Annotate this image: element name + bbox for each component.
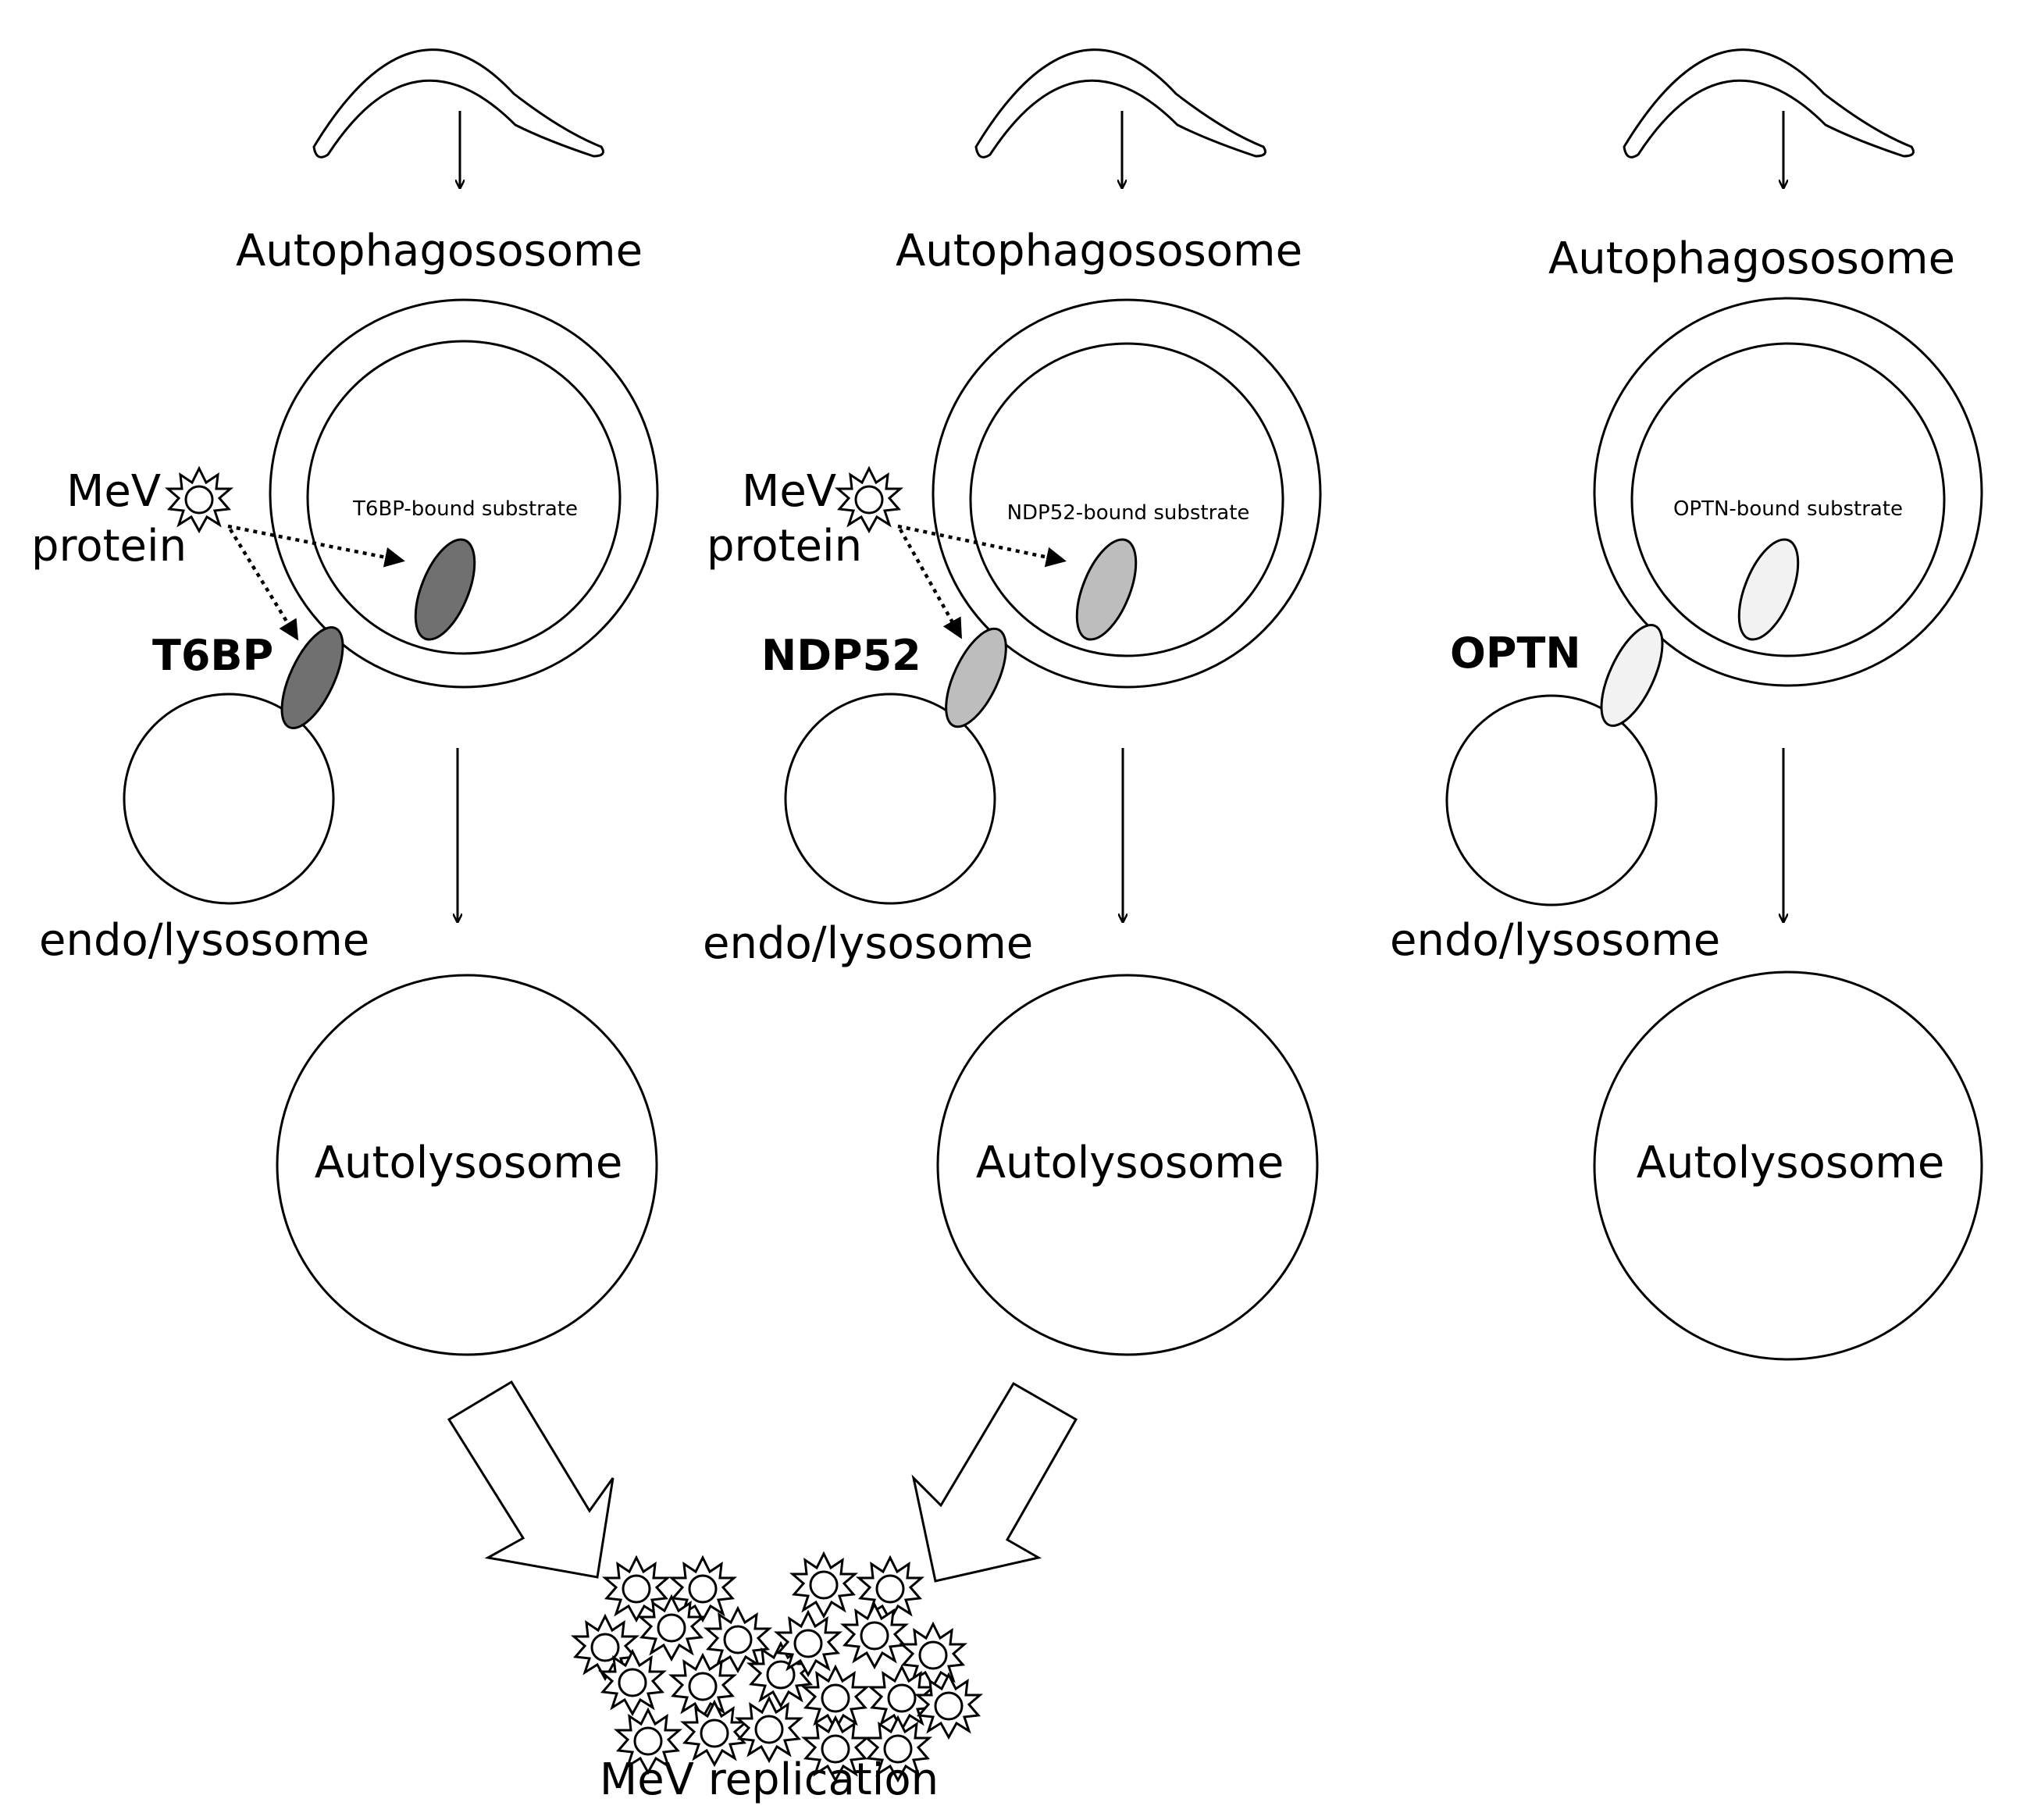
virion-icon <box>736 1697 802 1762</box>
endo-lysosome <box>784 693 996 905</box>
receptor-label: NDP52 <box>761 631 921 680</box>
panel-optn: Autophagososome OPTN-bound substrate OPT… <box>1390 48 1983 1361</box>
autophagosome-inner-membrane <box>1630 342 1946 657</box>
block-arrow-right <box>911 1381 1078 1583</box>
receptor-bound-substrate <box>1737 538 1800 641</box>
autolysosome <box>936 974 1319 1356</box>
endo-lysosome <box>1445 694 1658 906</box>
endo-lysosome-label: endo/lysosome <box>703 918 1033 969</box>
endo-lysosome-label: endo/lysosome <box>39 915 369 966</box>
receptor-bound-substrate <box>1075 538 1138 641</box>
mev-protein-label-line1: MeV <box>66 466 161 517</box>
virion-icon <box>900 1622 966 1688</box>
autolysosome-label: Autolysosome <box>1637 1138 1945 1188</box>
autophagosome-label: Autophagososome <box>896 226 1302 276</box>
virion-icon <box>857 1556 923 1622</box>
virion-icon <box>916 1673 981 1739</box>
virion-icon <box>842 1603 907 1669</box>
mev-protein-label-line2: protein <box>707 521 862 572</box>
autolysosome <box>1593 971 1983 1361</box>
mev-replication-label: MeV replication <box>600 1754 939 1805</box>
phagophore-membrane <box>312 48 604 158</box>
endo-lysosome-label: endo/lysosome <box>1390 915 1720 966</box>
mev-to-substrate-arrow <box>897 524 1067 568</box>
panel-ndp52: Autophagososome NDP52-bound substrate ND… <box>703 48 1322 1356</box>
virion-cluster <box>572 1552 981 1782</box>
receptor-label: T6BP <box>152 631 273 680</box>
autolysosome-label: Autolysosome <box>976 1138 1284 1188</box>
autophagosome-inner-membrane <box>306 340 622 655</box>
mev-protein-label-line1: MeV <box>742 466 836 517</box>
substrate-label: T6BP-bound substrate <box>352 497 578 521</box>
substrate-label: OPTN-bound substrate <box>1673 497 1903 521</box>
receptor <box>280 625 344 730</box>
phagophore-membrane <box>974 48 1266 158</box>
panel-t6bp: Autophagososome T6BP-bound substrate T6B… <box>31 48 659 1356</box>
phagophore-membrane <box>1623 48 1915 158</box>
replication-section: MeV replication <box>447 1380 1078 1805</box>
mev-to-receptor-arrow <box>899 528 962 639</box>
receptor <box>1600 623 1664 728</box>
mev-to-receptor-arrow <box>229 528 299 641</box>
autophagosome-label: Autophagososome <box>1548 233 1955 284</box>
autophagosome-inner-membrane <box>969 342 1284 657</box>
block-arrow-left <box>447 1380 615 1579</box>
virion-icon <box>670 1654 736 1719</box>
autolysosome <box>276 974 658 1356</box>
mev-to-substrate-arrow <box>227 524 405 568</box>
autolysosome-label: Autolysosome <box>315 1138 623 1188</box>
virion-icon <box>705 1607 771 1672</box>
receptor <box>945 627 1007 728</box>
mev-protein-label-line2: protein <box>31 521 187 572</box>
autophagosome-label: Autophagososome <box>236 226 643 276</box>
receptor-label: OPTN <box>1450 629 1581 678</box>
virion-icon <box>791 1552 857 1618</box>
receptor-bound-substrate <box>414 538 476 641</box>
substrate-label: NDP52-bound substrate <box>1007 501 1250 525</box>
endo-lysosome <box>123 693 335 905</box>
